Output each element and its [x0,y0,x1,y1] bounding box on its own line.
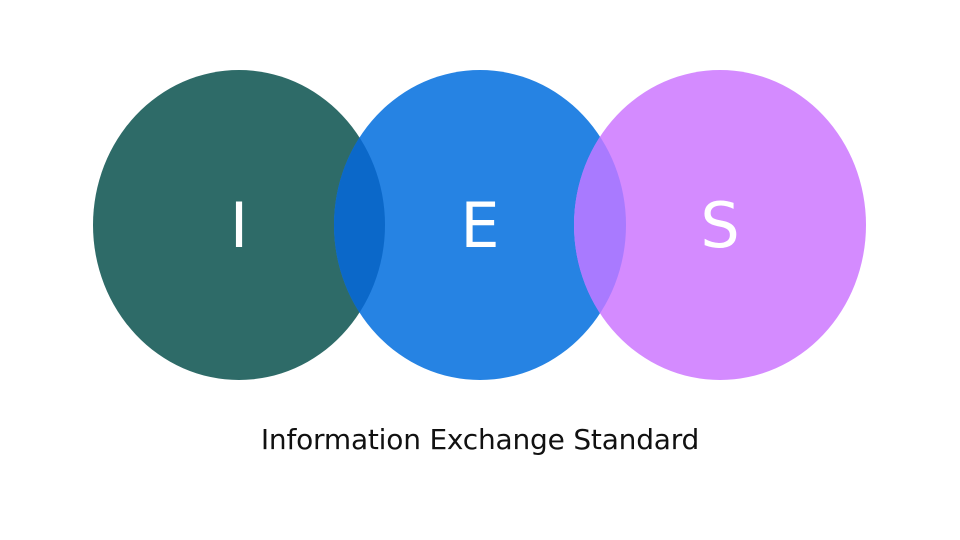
letter-s: S [700,189,740,262]
circle-e [334,70,626,380]
letter-e: E [460,189,500,262]
letter-i: I [229,189,249,262]
circle-s [574,70,866,380]
circle-i [93,70,385,380]
caption-title: Information Exchange Standard [260,423,700,456]
